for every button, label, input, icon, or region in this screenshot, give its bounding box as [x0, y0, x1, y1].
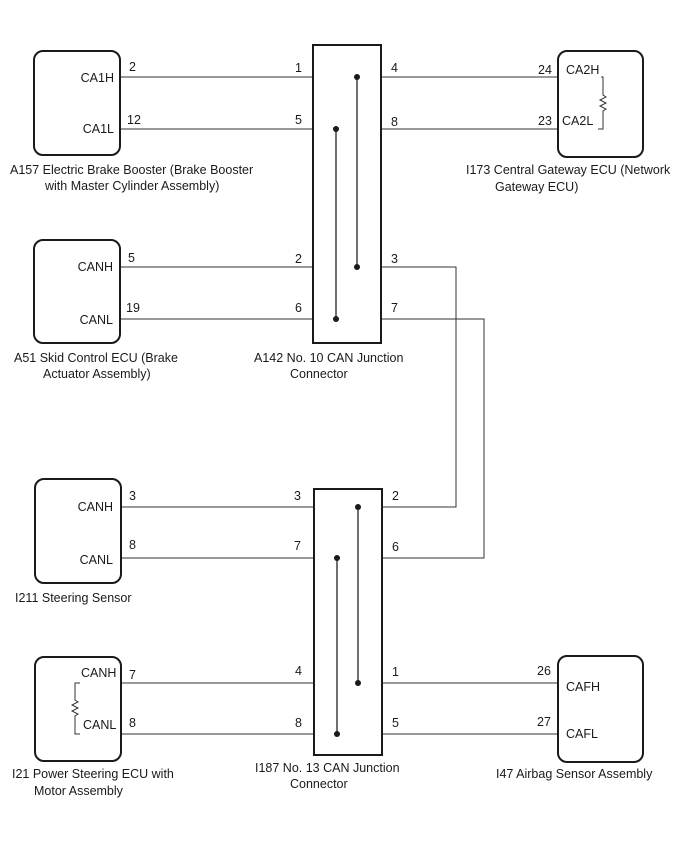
- a142-pin-8: 8: [391, 115, 398, 129]
- i21-term-h: 7: [129, 668, 136, 682]
- i211-term-h: 3: [129, 489, 136, 503]
- a142-splice-l-top: [333, 126, 339, 132]
- i47-caption-1: I47 Airbag Sensor Assembly: [496, 767, 653, 781]
- component-i21: CANH CANL 7 8 I21 Power Steering ECU wit…: [12, 656, 174, 798]
- i211-pin-l: CANL: [80, 553, 113, 567]
- a142-pin-6: 6: [295, 301, 302, 315]
- i173-caption-1: I173 Central Gateway ECU (Network: [466, 163, 671, 177]
- a142-splice-h-top: [354, 74, 360, 80]
- i21-pin-h: CANH: [81, 666, 116, 680]
- a51-caption-1: A51 Skid Control ECU (Brake: [14, 351, 178, 365]
- a157-pin-h: CA1H: [81, 71, 114, 85]
- i47-pin-h: CAFH: [566, 680, 600, 694]
- i173-term-l: 23: [538, 114, 552, 128]
- i187-pin-8: 8: [295, 716, 302, 730]
- i187-pin-7: 7: [294, 539, 301, 553]
- a51-term-h: 5: [128, 251, 135, 265]
- i187-pin-2: 2: [392, 489, 399, 503]
- i187-pin-3: 3: [294, 489, 301, 503]
- i173-term-h: 24: [538, 63, 552, 77]
- i187-pin-1: 1: [392, 665, 399, 679]
- component-i47: CAFH CAFL 26 27 I47 Airbag Sensor Assemb…: [496, 655, 653, 781]
- i173-terminating-resistor: [598, 76, 608, 130]
- a157-caption-1: A157 Electric Brake Booster (Brake Boost…: [10, 163, 253, 177]
- a142-splice-l-bottom: [333, 316, 339, 322]
- a142-pin-1: 1: [295, 61, 302, 75]
- i173-caption-2: Gateway ECU): [495, 180, 578, 194]
- a142-splice-h-bottom: [354, 264, 360, 270]
- i21-connector-box: [34, 656, 122, 762]
- a142-pin-7: 7: [391, 301, 398, 315]
- i211-connector-box: [34, 478, 122, 584]
- a142-pin-2: 2: [295, 252, 302, 266]
- a51-pin-l: CANL: [80, 313, 113, 327]
- a142-pin-3: 3: [391, 252, 398, 266]
- component-a51: CANH CANL 5 19 A51 Skid Control ECU (Bra…: [14, 239, 178, 381]
- i173-connector-box: [557, 50, 644, 158]
- i173-pin-h: CA2H: [566, 63, 599, 77]
- a142-junction-box: [312, 44, 382, 344]
- a157-pin-l: CA1L: [83, 122, 114, 136]
- component-a142: 1 5 4 8 2 6 3 7 A142 No. 10 CAN Junction…: [254, 44, 403, 381]
- i187-splice-l-bottom: [334, 731, 340, 737]
- wire-a51-canh: [121, 266, 457, 508]
- wires: [121, 76, 557, 735]
- i187-pin-4: 4: [295, 664, 302, 678]
- a157-term-h: 2: [129, 60, 136, 74]
- i187-splice-l-top: [334, 555, 340, 561]
- i187-pin-5: 5: [392, 716, 399, 730]
- i187-junction-box: [313, 488, 383, 756]
- wire-a51-canl: [121, 318, 485, 559]
- i21-terminating-resistor: [70, 682, 80, 735]
- component-i173: CA2H CA2L 24 23 I173 Central Gateway ECU…: [466, 50, 671, 194]
- a157-connector-box: [33, 50, 121, 156]
- component-a157: CA1H CA1L 2 12 A157 Electric Brake Boost…: [10, 50, 253, 193]
- i21-pin-l: CANL: [83, 718, 116, 732]
- i47-term-l: 27: [537, 715, 551, 729]
- i21-caption-1: I21 Power Steering ECU with: [12, 767, 174, 781]
- a157-caption-2: with Master Cylinder Assembly): [44, 179, 219, 193]
- a51-connector-box: [33, 239, 121, 344]
- i211-caption-1: I211 Steering Sensor: [15, 591, 132, 605]
- i21-term-l: 8: [129, 716, 136, 730]
- component-i187: 3 7 2 6 4 8 1 5 I187 No. 13 CAN Junction…: [255, 488, 400, 791]
- a142-caption-2: Connector: [290, 367, 348, 381]
- i211-pin-h: CANH: [78, 500, 113, 514]
- a51-pin-h: CANH: [78, 260, 113, 274]
- i187-caption-1: I187 No. 13 CAN Junction: [255, 761, 400, 775]
- a51-caption-2: Actuator Assembly): [43, 367, 151, 381]
- a142-pin-4: 4: [391, 61, 398, 75]
- i187-caption-2: Connector: [290, 777, 348, 791]
- i47-term-h: 26: [537, 664, 551, 678]
- i187-splice-h-top: [355, 504, 361, 510]
- i173-pin-l: CA2L: [562, 114, 593, 128]
- a142-caption-1: A142 No. 10 CAN Junction: [254, 351, 403, 365]
- i47-pin-l: CAFL: [566, 727, 598, 741]
- i187-pin-6: 6: [392, 540, 399, 554]
- a51-term-l: 19: [126, 301, 140, 315]
- i187-splice-h-bottom: [355, 680, 361, 686]
- a142-pin-5: 5: [295, 113, 302, 127]
- i47-connector-box: [557, 655, 644, 763]
- i211-term-l: 8: [129, 538, 136, 552]
- component-i211: CANH CANL 3 8 I211 Steering Sensor: [15, 478, 136, 605]
- a157-term-l: 12: [127, 113, 141, 127]
- i21-caption-2: Motor Assembly: [34, 784, 124, 798]
